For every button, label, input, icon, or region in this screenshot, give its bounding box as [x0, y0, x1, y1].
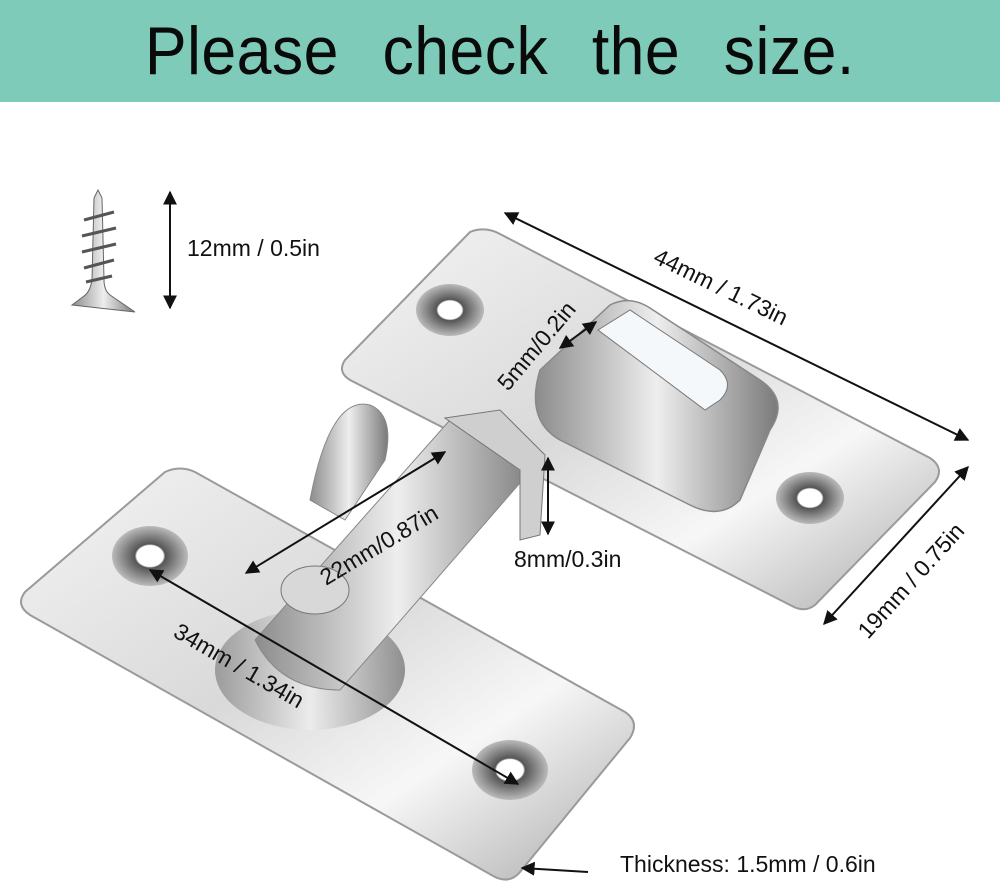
bolt-tip — [443, 409, 546, 541]
slot-width-arrow — [558, 321, 598, 349]
plate-length-arrow — [503, 212, 970, 441]
screw-icon — [70, 188, 136, 313]
bolt-length-arrow — [244, 451, 447, 574]
screw-hole — [416, 284, 484, 336]
plate-width-arrow — [823, 465, 969, 626]
screw-length-label: 12mm / 0.5in — [187, 235, 320, 261]
screw-hole — [776, 472, 844, 524]
banner-title: Please check the size. — [145, 13, 855, 89]
latch-plate — [20, 403, 635, 881]
thickness-label: Thickness: 1.5mm / 0.6in — [620, 851, 876, 877]
hole-spacing-arrow — [148, 569, 520, 785]
screw-hole — [112, 526, 188, 586]
thickness-arrow — [520, 861, 589, 876]
title-banner: Please check the size. — [0, 0, 1000, 102]
plate-length-label: 44mm / 1.73in — [650, 243, 792, 330]
screw-hole — [472, 740, 548, 800]
bolt-height-label: 8mm/0.3in — [514, 546, 621, 572]
